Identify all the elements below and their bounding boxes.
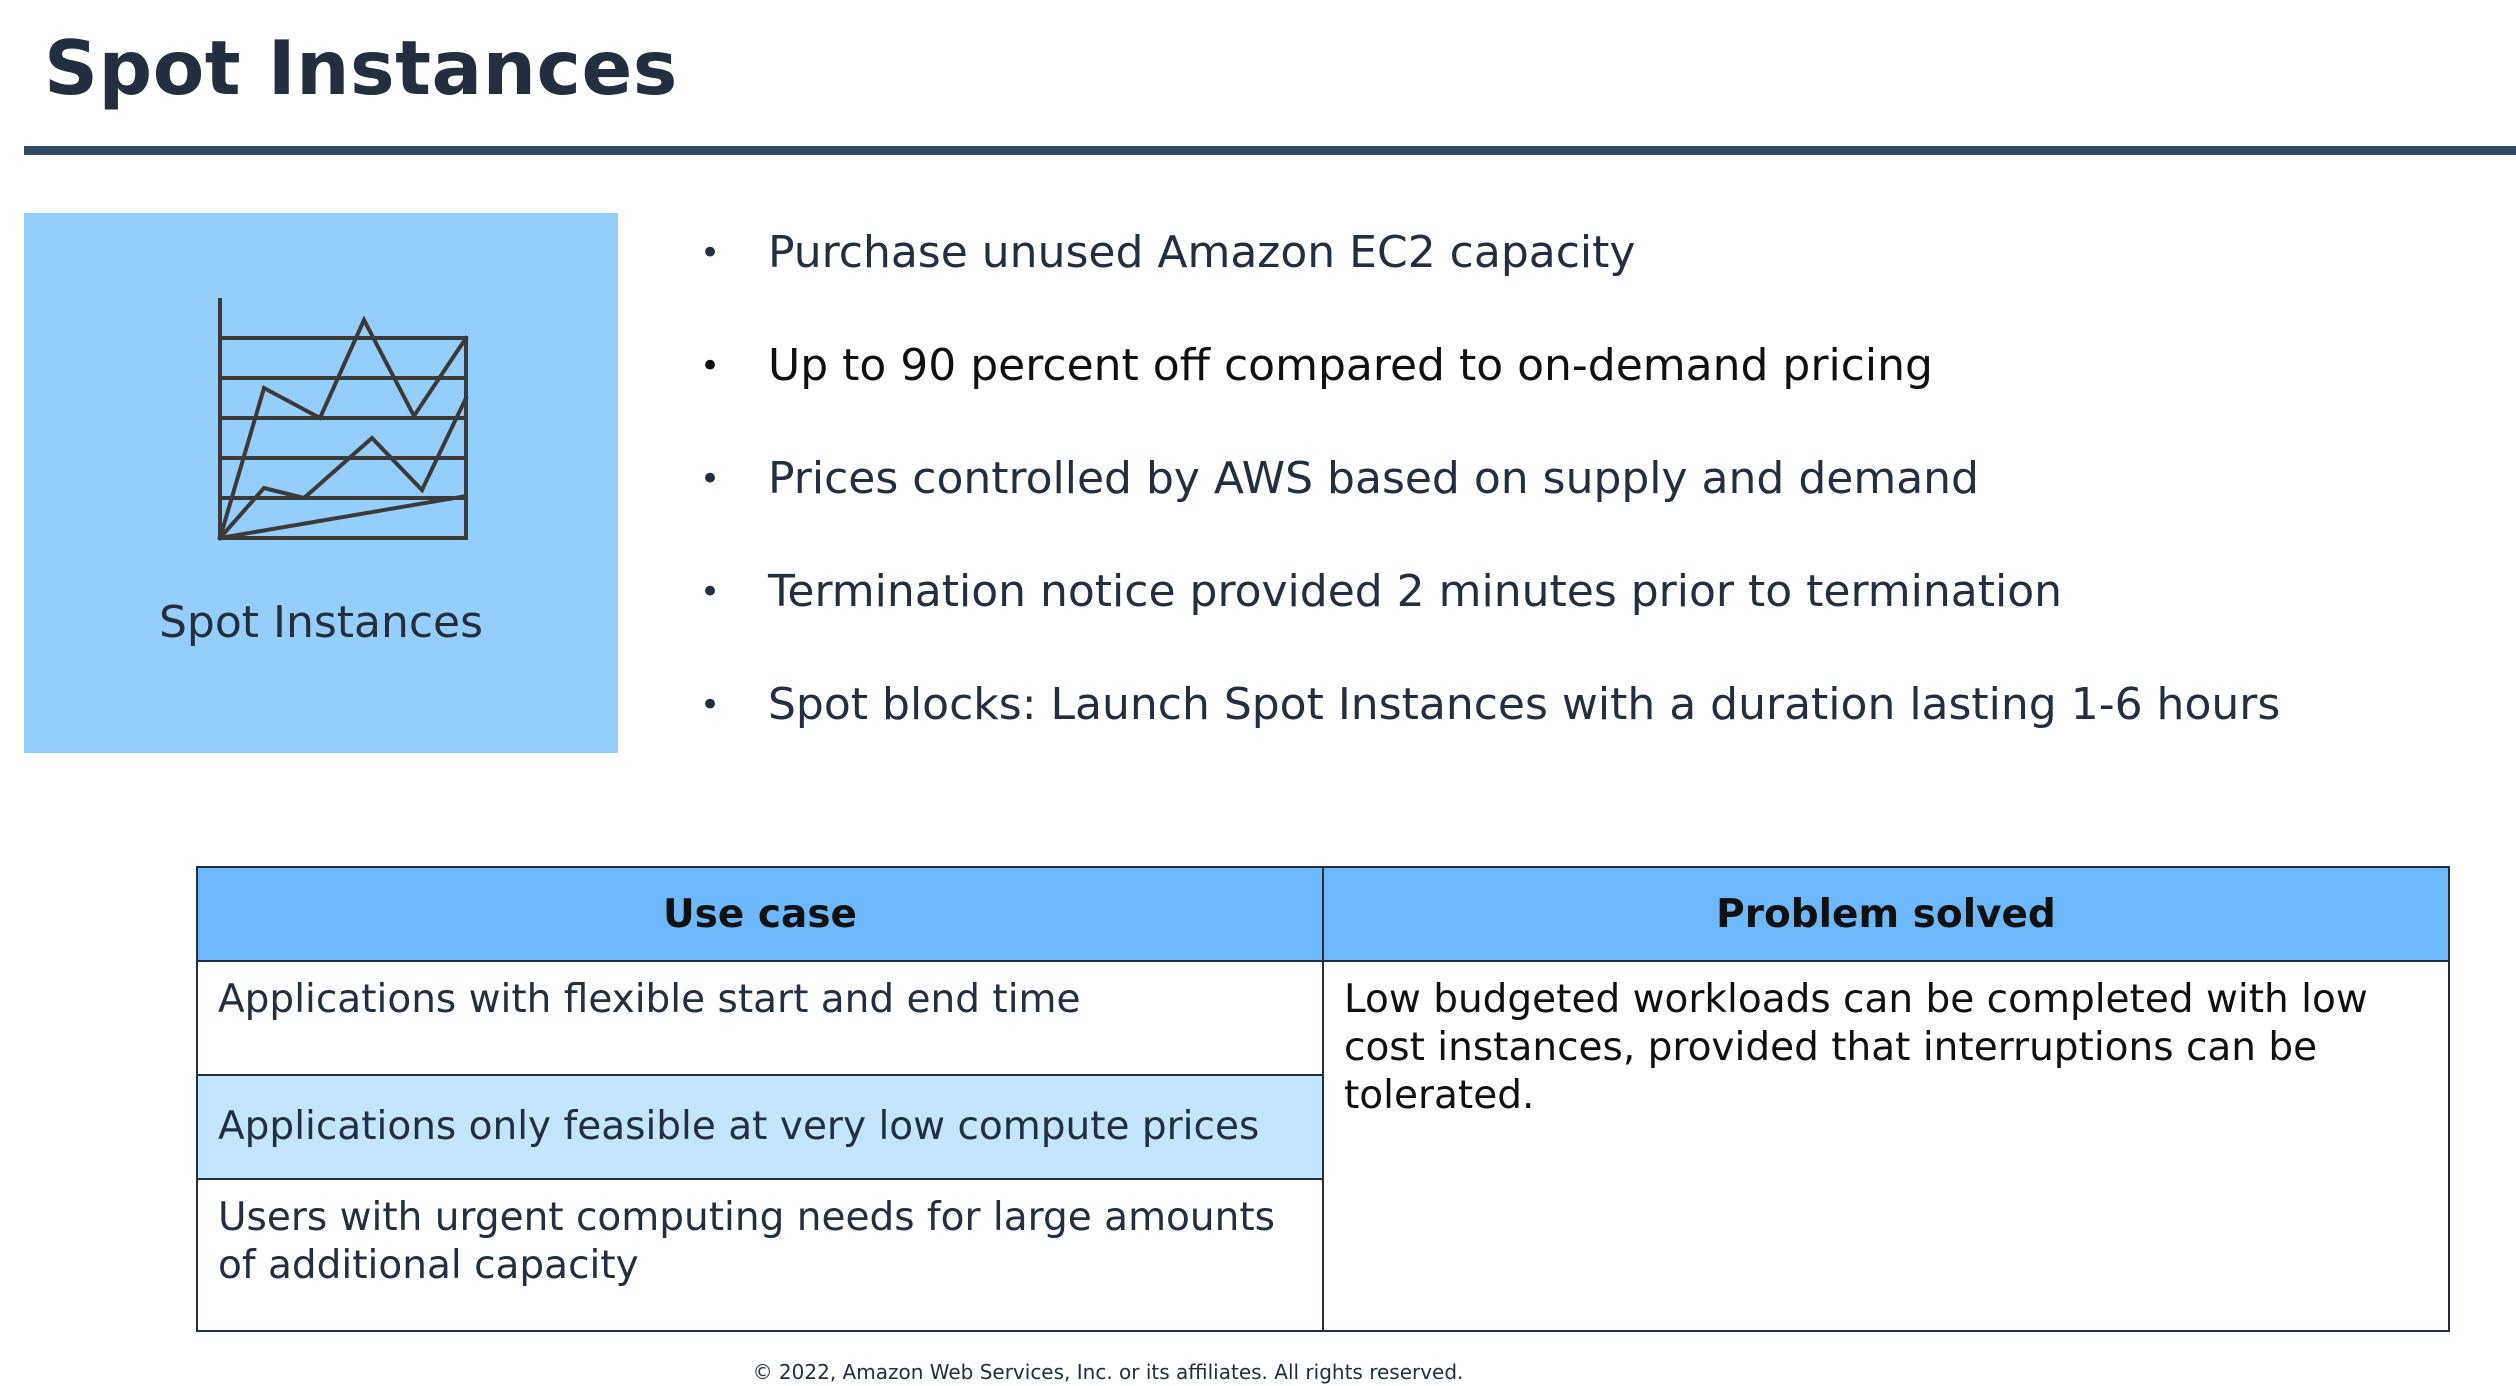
bullet-text: Up to 90 percent off compared to on-dema…: [768, 340, 1933, 391]
bullet-item: • Termination notice provided 2 minutes …: [700, 551, 2280, 664]
use-case-cell: Users with urgent computing needs for la…: [196, 1178, 1324, 1332]
tile-label: Spot Instances: [158, 597, 484, 648]
slide-title: Spot Instances: [44, 24, 678, 112]
bullet-marker: •: [700, 685, 721, 725]
title-divider: [24, 146, 2516, 155]
bullet-marker: •: [700, 346, 721, 386]
spot-instances-tile: Spot Instances: [24, 213, 618, 753]
header-use-case: Use case: [196, 866, 1324, 962]
bullet-text: Termination notice provided 2 minutes pr…: [768, 566, 2063, 617]
problem-solved-cell: Low budgeted workloads can be completed …: [1322, 960, 2450, 1332]
header-problem-solved: Problem solved: [1322, 866, 2450, 962]
use-case-cell: Applications only feasible at very low c…: [196, 1074, 1324, 1180]
use-case-cell: Applications with flexible start and end…: [196, 960, 1324, 1076]
bullet-text: Purchase unused Amazon EC2 capacity: [768, 227, 1636, 278]
table-row: Applications only feasible at very low c…: [196, 1074, 2449, 1180]
bullet-item: • Purchase unused Amazon EC2 capacity: [700, 212, 2280, 325]
use-case-table: Use case Problem solved Applications wit…: [196, 866, 2450, 1332]
bullet-item: • Spot blocks: Launch Spot Instances wit…: [700, 664, 2280, 777]
table-header-row: Use case Problem solved: [196, 866, 2450, 962]
bullet-marker: •: [700, 572, 721, 612]
table-row: Applications with flexible start and end…: [196, 960, 2450, 1332]
bullet-item: • Prices controlled by AWS based on supp…: [700, 438, 2280, 551]
copyright-footer: © 2022, Amazon Web Services, Inc. or its…: [752, 1360, 1464, 1384]
bullet-text: Prices controlled by AWS based on supply…: [768, 453, 1979, 504]
bullet-marker: •: [700, 459, 721, 499]
table-row: Users with urgent computing needs for la…: [196, 1178, 2449, 1332]
feature-bullet-list: • Purchase unused Amazon EC2 capacity • …: [700, 212, 2280, 777]
line-chart-icon: [217, 298, 469, 541]
bullet-text: Spot blocks: Launch Spot Instances with …: [768, 679, 2281, 730]
bullet-item: • Up to 90 percent off compared to on-de…: [700, 325, 2280, 438]
bullet-marker: •: [700, 233, 721, 273]
